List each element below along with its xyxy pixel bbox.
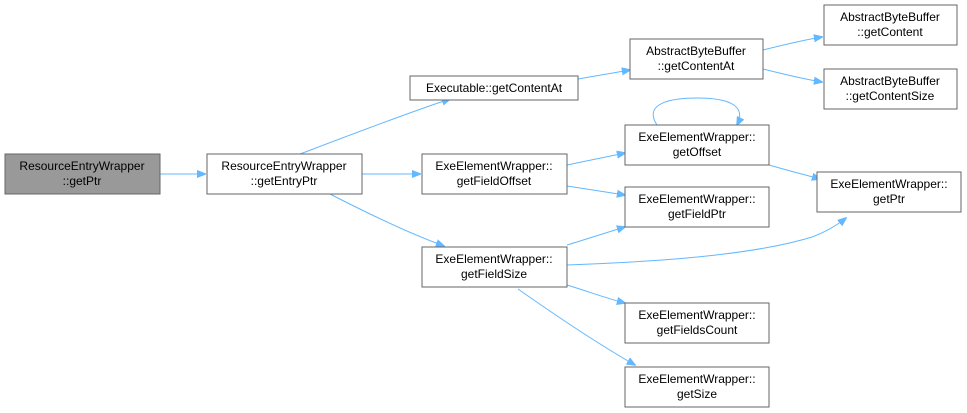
node-exeelementwrapper-getptr[interactable]: ExeElementWrapper:: getPtr <box>816 171 962 213</box>
node-label-line1: ResourceEntryWrapper <box>19 159 144 173</box>
edge-getfieldsize-getfieldscount <box>566 284 625 303</box>
edge-abbgetcontentat-abbgetcontentsize <box>762 68 822 82</box>
edge-getfieldsize-getptr <box>566 218 846 266</box>
node-label-line2: getSize <box>677 387 717 401</box>
edge-getoffset-getptr <box>768 164 820 179</box>
node-label-line2: getFieldOffset <box>457 174 532 188</box>
node-label-line1: ExeElementWrapper:: <box>638 130 755 144</box>
node-label-line2: getPtr <box>873 192 905 206</box>
node-resourceentrywrapper-getptr[interactable]: ResourceEntryWrapper ::getPtr <box>4 153 161 195</box>
edge-getfieldsize-getsize <box>517 288 635 365</box>
node-executable-getcontentat[interactable]: Executable::getContentAt <box>409 75 579 101</box>
node-exeelementwrapper-getfieldscount[interactable]: ExeElementWrapper:: getFieldsCount <box>624 302 770 344</box>
edge-getfieldoffset-getfieldptr <box>566 185 625 195</box>
node-label-line1: ExeElementWrapper:: <box>435 159 552 173</box>
node-label-line1: ResourceEntryWrapper <box>221 159 346 173</box>
edge-abbgetcontentat-abbgetcontent <box>762 37 822 51</box>
node-abstractbytebuffer-getcontentsize[interactable]: AbstractByteBuffer ::getContentSize <box>823 68 958 110</box>
edges <box>160 37 846 365</box>
node-resourceentrywrapper-getentryptr[interactable]: ResourceEntryWrapper ::getEntryPtr <box>206 153 363 195</box>
node-label-line1: Executable::getContentAt <box>426 81 563 95</box>
node-abstractbytebuffer-getcontentat[interactable]: AbstractByteBuffer ::getContentAt <box>629 38 764 80</box>
edge-getfieldoffset-getoffset <box>566 153 625 166</box>
node-label-line1: ExeElementWrapper:: <box>638 308 755 322</box>
node-label-line2: ::getPtr <box>63 174 102 188</box>
edge-getentryptr-getcontentat <box>299 99 450 155</box>
node-label-line1: AbstractByteBuffer <box>840 74 940 88</box>
node-label-line2: ::getContentSize <box>846 89 935 103</box>
edge-getfieldsize-getfieldptr <box>566 227 625 246</box>
node-exeelementwrapper-getsize[interactable]: ExeElementWrapper:: getSize <box>624 366 770 408</box>
node-exeelementwrapper-getfieldptr[interactable]: ExeElementWrapper:: getFieldPtr <box>624 186 770 228</box>
edge-getcontentat-abbgetcontentat <box>577 70 630 80</box>
nodes: ResourceEntryWrapper ::getPtr ResourceEn… <box>4 4 962 408</box>
node-label-line1: ExeElementWrapper:: <box>638 372 755 386</box>
node-label-line1: ExeElementWrapper:: <box>435 252 552 266</box>
edge-getoffset-self-loop <box>652 97 739 125</box>
node-label-line2: getOffset <box>673 145 722 159</box>
edge-getentryptr-getfieldsize <box>329 193 444 246</box>
node-label-line1: AbstractByteBuffer <box>646 44 746 58</box>
node-label-line2: getFieldSize <box>461 267 527 281</box>
node-exeelementwrapper-getfieldsize[interactable]: ExeElementWrapper:: getFieldSize <box>421 246 568 288</box>
node-label-line2: getFieldsCount <box>657 323 738 337</box>
node-exeelementwrapper-getfieldoffset[interactable]: ExeElementWrapper:: getFieldOffset <box>421 153 568 195</box>
node-label-line1: ExeElementWrapper:: <box>830 177 947 191</box>
node-label-line2: ::getContentAt <box>658 59 735 73</box>
node-label-line2: ::getEntryPtr <box>251 174 318 188</box>
node-label-line2: ::getContent <box>857 25 923 39</box>
node-label-line1: ExeElementWrapper:: <box>638 192 755 206</box>
node-label-line2: getFieldPtr <box>668 207 726 221</box>
node-exeelementwrapper-getoffset[interactable]: ExeElementWrapper:: getOffset <box>624 124 770 166</box>
node-abstractbytebuffer-getcontent[interactable]: AbstractByteBuffer ::getContent <box>823 4 958 46</box>
node-label-line1: AbstractByteBuffer <box>840 10 940 24</box>
